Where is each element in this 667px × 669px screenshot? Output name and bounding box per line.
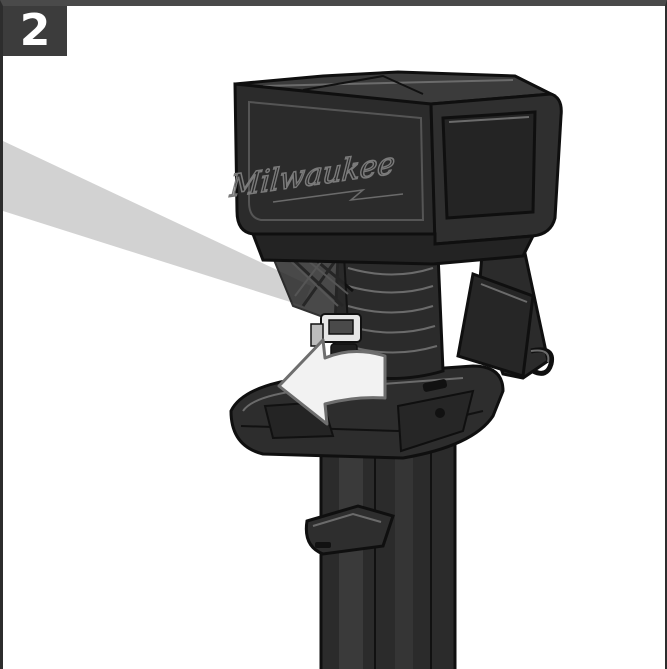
side-bracket xyxy=(456,239,555,380)
rotate-arrow-icon xyxy=(277,338,387,426)
zoom-callout xyxy=(3,141,311,306)
product-illustration: Milwaukee xyxy=(3,70,563,669)
pole xyxy=(304,436,457,669)
light-head: Milwaukee xyxy=(227,70,563,266)
step-number-badge: 2 xyxy=(3,6,67,56)
